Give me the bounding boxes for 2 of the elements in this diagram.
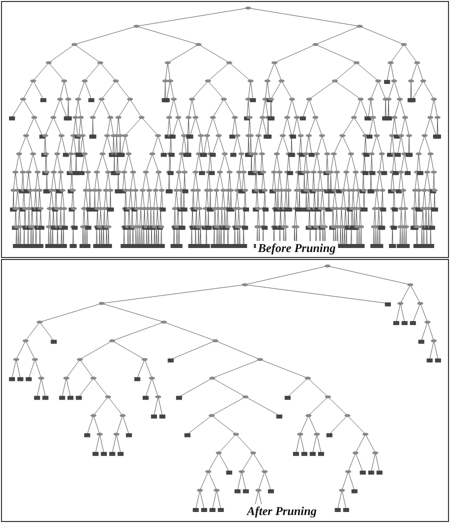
panel-title: Before Pruning [256,241,338,256]
panel-title: After Pruning [245,504,319,519]
